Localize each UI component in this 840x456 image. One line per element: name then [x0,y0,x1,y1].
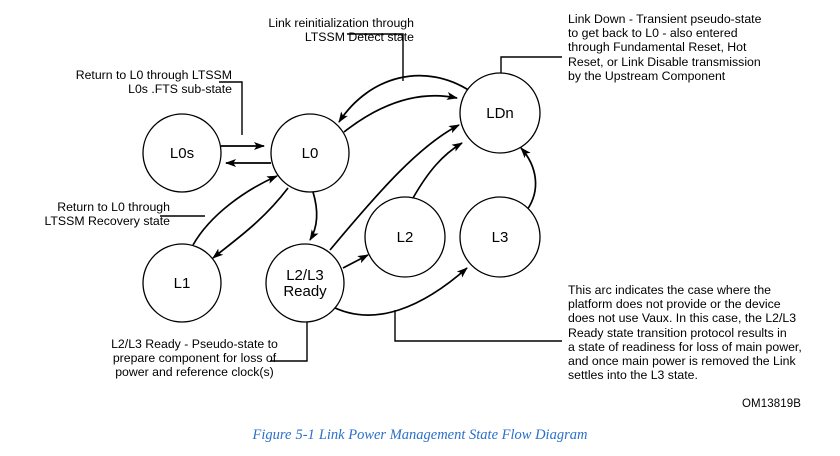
state-circle-l2[interactable] [364,196,446,278]
figure-caption-title: Link Power Management State Flow Diagram [318,427,588,443]
leader-line-link-reinit [347,33,404,81]
state-label-ldn: LDn [486,105,514,122]
transition-l2-to-ldn [412,142,463,199]
transition-l3-to-ldn [520,147,537,211]
state-circle-l0s[interactable] [142,113,222,193]
state-node-l3[interactable]: L3 [459,196,541,278]
figure-om-code: OM13819B [742,398,801,410]
state-label-l1: L1 [174,275,191,292]
transition-l0-to-l2l3ready [309,191,319,241]
transition-l2l3ready-to-l2 [342,254,369,269]
transition-l0-to-l1 [212,187,289,259]
state-label-l3: L3 [492,229,509,246]
state-node-l2l3-ready[interactable]: L2/L3 Ready [265,243,345,323]
figure-caption-number: 5-1 [295,427,315,443]
state-circle-l3[interactable] [459,196,541,278]
state-label-l2l3-ready-line2: Ready [283,283,327,300]
state-label-l0: L0 [302,145,319,162]
annotation-link-down: Link Down - Transient pseudo-state to ge… [568,12,762,83]
leader-lines-group [160,33,562,362]
state-circle-l2l3-ready[interactable] [265,243,345,323]
transition-l1-to-l0 [192,175,278,246]
states-group: L0s L0 LDn L2 L3 L1 [142,72,541,323]
annotation-l2l3-ready-pseudo-state: L2/L3 Ready - Pseudo-state to prepare co… [111,337,278,380]
transition-l0-to-ldn [343,92,458,133]
state-label-l0s: L0s [170,145,194,162]
state-node-l2[interactable]: L2 [364,196,446,278]
state-node-l0[interactable]: L0 [270,113,350,193]
transitions-group [192,74,537,316]
state-node-ldn[interactable]: LDn [459,72,541,154]
transition-ldn-to-l0 [338,74,471,123]
annotation-return-to-l0-fts: Return to L0 through LTSSM L0s .FTS sub-… [75,68,232,97]
annotation-return-to-l0-recovery: Return to L0 through LTSSM Recovery stat… [44,200,170,229]
annotation-vaux-arc: This arc indicates the case where the pl… [568,283,802,383]
figure-caption-prefix: Figure [252,427,292,443]
transition-l2l3ready-to-l3 [328,267,468,316]
state-circle-l1[interactable] [142,243,222,323]
state-label-l2: L2 [397,229,414,246]
state-node-l0s[interactable]: L0s [142,113,222,193]
leader-line-return-l0s-fts [219,81,243,135]
annotation-link-reinitialization: Link reinitialization through LTSSM Dete… [268,16,414,45]
leader-line-link-down [500,56,562,73]
state-node-l1[interactable]: L1 [142,243,222,323]
state-label-l2l3-ready-line1: L2/L3 [286,267,324,284]
state-circle-ldn[interactable] [459,72,541,154]
leader-line-l2l3-ready [270,322,308,362]
state-circle-l0[interactable] [270,113,350,193]
leader-line-vaux [394,310,562,342]
transition-l2l3ready-to-ldn [329,124,460,251]
